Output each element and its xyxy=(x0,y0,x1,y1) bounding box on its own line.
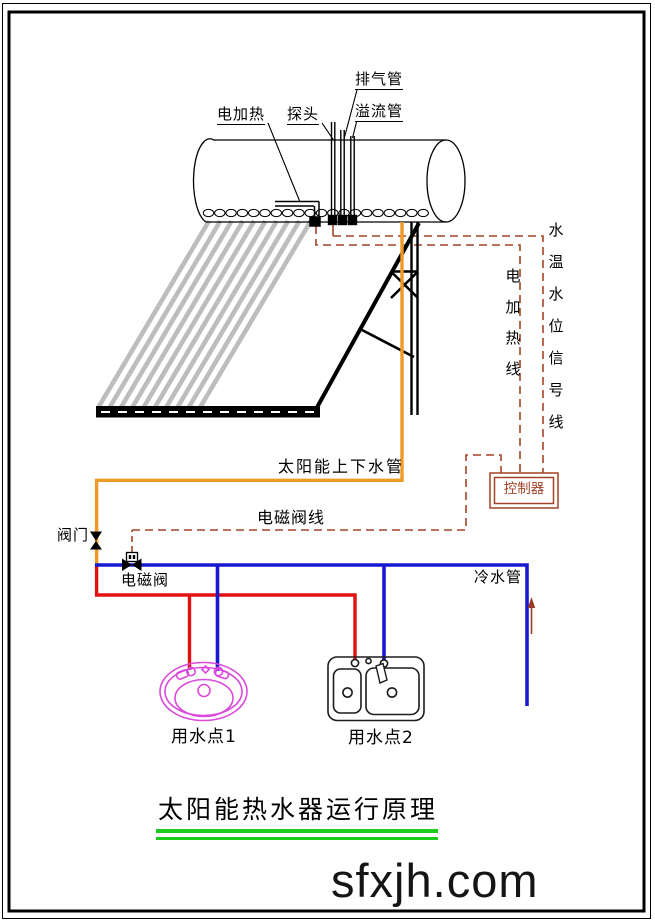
solenoid-valve-icon xyxy=(122,551,142,571)
signal-wires xyxy=(131,225,544,552)
label-solar-pipe: 太阳能上下水管 xyxy=(278,457,405,476)
wash-basin xyxy=(159,661,248,722)
label-cold-water-pipe: 冷水管 xyxy=(474,568,523,586)
title-underline-bottom xyxy=(156,836,438,840)
label-signal-wire: 水温水位信号线 xyxy=(546,222,565,446)
tank-pipes xyxy=(327,122,358,226)
hot-water-pipe xyxy=(94,565,357,670)
tube-sockets xyxy=(202,208,429,218)
solar-pipe xyxy=(94,222,404,565)
vacuum-tubes xyxy=(96,219,313,410)
electric-heater-element xyxy=(275,200,321,227)
leader-lines xyxy=(267,89,358,203)
double-sink xyxy=(327,656,425,722)
controller-box xyxy=(489,472,559,509)
label-vent-pipe: 排气管 xyxy=(355,70,404,90)
label-water-point-2: 用水点2 xyxy=(348,728,414,748)
collector-rail xyxy=(96,406,320,418)
label-solenoid-valve: 电磁阀 xyxy=(121,571,170,589)
label-overflow-pipe: 溢流管 xyxy=(355,102,404,122)
cold-water-pipe-line xyxy=(95,563,529,706)
label-probe: 探头 xyxy=(287,105,320,125)
label-valve: 阀门 xyxy=(57,526,90,544)
label-heater-wire: 电加热线 xyxy=(503,268,522,392)
label-electric-heater: 电加热 xyxy=(217,105,266,125)
watermark-text: sfxjh.com xyxy=(331,854,539,907)
page-title: 太阳能热水器运行原理 xyxy=(157,795,438,824)
label-water-point-1: 用水点1 xyxy=(171,727,237,747)
flow-arrow-icon xyxy=(527,597,536,634)
water-tank xyxy=(192,138,466,223)
valve-icon xyxy=(90,531,102,550)
label-controller: 控制器 xyxy=(503,481,545,497)
drawing-border xyxy=(2,3,651,919)
label-solenoid-wire: 电磁阀线 xyxy=(257,508,326,527)
title-underline-top xyxy=(156,829,438,833)
